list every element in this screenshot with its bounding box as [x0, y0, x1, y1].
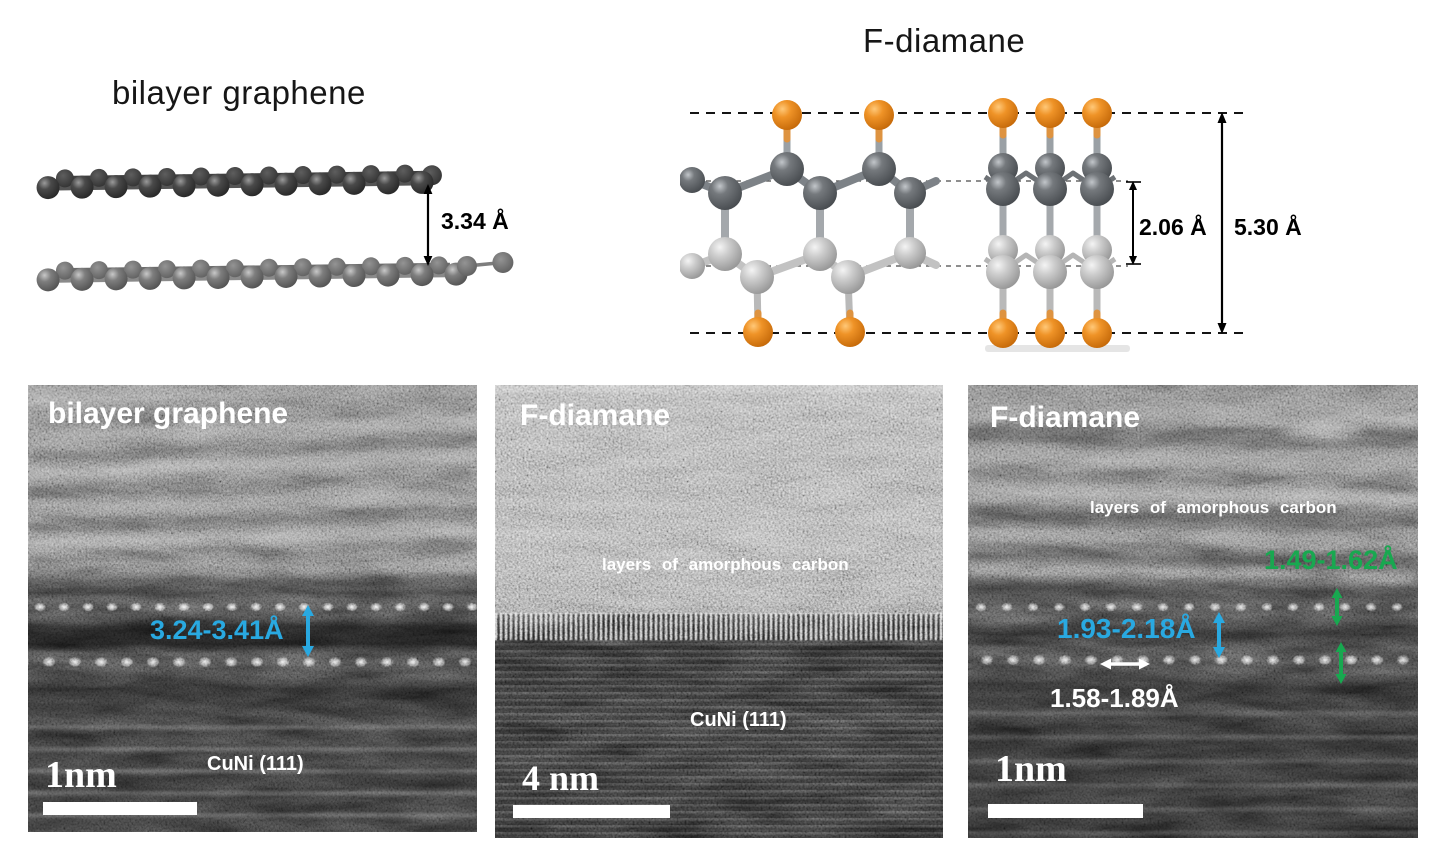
panel1-scale-bar	[43, 802, 197, 815]
panel1-interlayer-arrow-icon	[302, 605, 314, 657]
bilayer-distance-arrow-icon	[423, 184, 433, 266]
fdiamane-outer-distance-label: 5.30 Å	[1234, 214, 1302, 240]
panel2-amorphous-carbon-label: layers of amorphous carbon	[602, 555, 849, 574]
panel2-scale-bar	[513, 805, 670, 818]
panel1-interlayer-spacing-label: 3.24-3.41Å	[150, 615, 284, 645]
panel1-title: bilayer graphene	[48, 397, 289, 430]
inner-distance-arrow-icon	[1126, 181, 1141, 265]
fdiamane-diagram-title: F-diamane	[863, 22, 1026, 59]
panel3-inplane-arrow-icon	[1100, 658, 1150, 670]
panel3-scale-label: 1nm	[995, 748, 1067, 790]
panel3-interlayer-spacing-label: 1.93-2.18Å	[1057, 613, 1196, 644]
panel2-substrate-label: CuNi (111)	[690, 709, 787, 731]
bilayer-distance-label: 3.34 Å	[441, 208, 509, 234]
panel2-title: F-diamane	[520, 399, 671, 432]
panel3-cf-arrow-bottom-icon	[1335, 642, 1347, 684]
fdiamane-layer-striations	[495, 613, 943, 640]
fdiamane-structure-diagram	[680, 98, 1246, 352]
tem-panel-fdiamane-wide: F-diamane layers of amorphous carbon CuN…	[495, 385, 943, 838]
panel3-scale-bar	[988, 804, 1143, 818]
bilayer-graphene-structure-diagram	[36, 164, 514, 292]
panel3-interlayer-arrow-icon	[1213, 612, 1225, 658]
panel2-scale-label: 4 nm	[522, 758, 600, 798]
outer-distance-arrow-icon	[1217, 112, 1227, 334]
panel3-amorphous-carbon-label: layers of amorphous carbon	[1090, 498, 1337, 517]
panel1-substrate-label: CuNi (111)	[207, 753, 304, 775]
panel3-cf-arrow-top-icon	[1331, 588, 1343, 626]
panel3-inplane-spacing-label: 1.58-1.89Å	[1050, 683, 1179, 713]
tem-panel-bilayer-graphene: bilayer graphene 3.24-3.41Å CuNi (111) 1…	[28, 385, 477, 832]
panel1-scale-label: 1nm	[45, 754, 117, 796]
fdiamane-inner-distance-label: 2.06 Å	[1139, 214, 1207, 240]
panel3-cf-bond-label: 1.49-1.62Å	[1264, 545, 1398, 575]
panel3-title: F-diamane	[990, 401, 1141, 434]
tem-panel-fdiamane-close: F-diamane layers of amorphous carbon 1.4…	[968, 385, 1418, 838]
bilayer-graphene-diagram-title: bilayer graphene	[112, 74, 366, 111]
